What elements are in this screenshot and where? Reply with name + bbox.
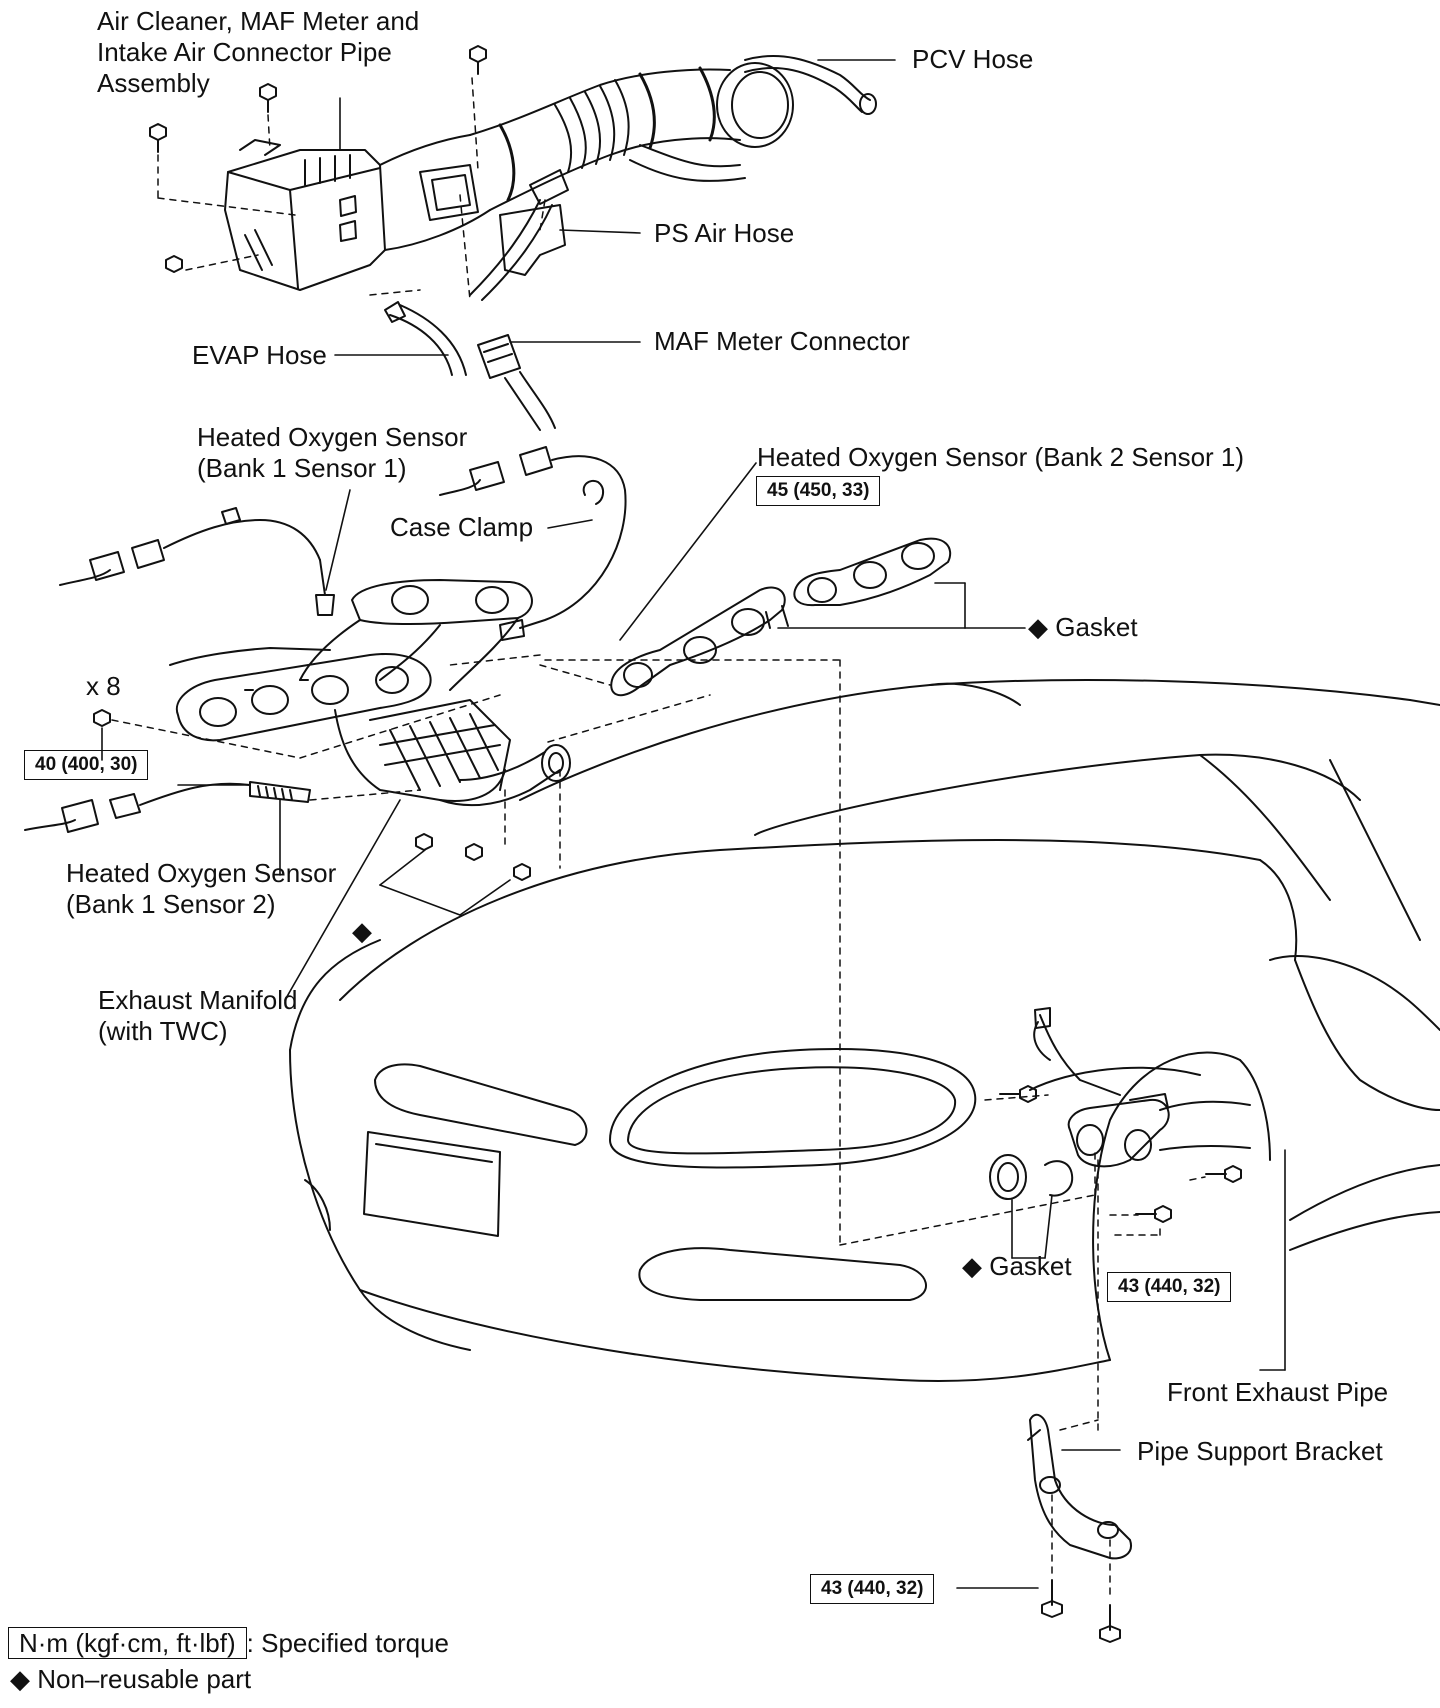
torque-manifold-nuts: 40 (400, 30) xyxy=(24,750,149,780)
label-gasket-upper-text: Gasket xyxy=(1055,612,1138,642)
legend-non-reusable: ◆ Non–reusable part xyxy=(10,1664,251,1695)
label-exhaust-manifold: Exhaust Manifold (with TWC) xyxy=(98,985,297,1047)
label-air-cleaner-line3: Assembly xyxy=(97,68,210,98)
label-air-cleaner: Air Cleaner, MAF Meter and Intake Air Co… xyxy=(97,6,419,99)
label-ho2s-b1s1-line1: Heated Oxygen Sensor xyxy=(197,422,468,452)
torque-b2s1: 45 (450, 33) xyxy=(756,476,881,506)
guide-lines-bracket xyxy=(1051,1494,1111,1601)
exhaust-manifold xyxy=(169,579,571,807)
label-pcv-hose: PCV Hose xyxy=(912,44,1034,74)
bolts-air-cleaner xyxy=(149,45,487,273)
guide-lines-air-cleaner xyxy=(157,77,546,301)
air-cleaner-assembly xyxy=(224,54,877,431)
label-ho2s-b1s2-line1: Heated Oxygen Sensor xyxy=(66,858,337,888)
label-maf-connector: MAF Meter Connector xyxy=(654,326,910,356)
label-air-cleaner-line1: Air Cleaner, MAF Meter and xyxy=(97,6,420,36)
front-exhaust-pipe xyxy=(989,1007,1251,1223)
guide-lines-manifold xyxy=(111,654,1096,1246)
label-evap-hose: EVAP Hose xyxy=(192,340,327,370)
label-nut-count: x 8 xyxy=(86,671,121,701)
label-ho2s-b2s1: Heated Oxygen Sensor (Bank 2 Sensor 1) xyxy=(757,442,1245,472)
label-gasket-lower: ◆ Gasket xyxy=(962,1251,1072,1282)
label-ho2s-b1s2-line2: (Bank 1 Sensor 2) xyxy=(66,889,276,919)
torque-front-pipe: 43 (440, 32) xyxy=(1107,1272,1232,1302)
oxygen-sensors xyxy=(24,446,627,833)
leader-lines xyxy=(101,59,1286,1589)
label-ho2s-b1s2: Heated Oxygen Sensor (Bank 1 Sensor 2) xyxy=(66,858,336,920)
label-exhaust-manifold-line1: Exhaust Manifold xyxy=(98,985,298,1015)
legend-torque-text: : Specified torque xyxy=(246,1628,450,1658)
non-reusable-diamond-icon: ◆ xyxy=(1028,612,1048,642)
label-case-clamp: Case Clamp xyxy=(390,512,534,542)
manifold-gaskets xyxy=(610,537,952,697)
guide-lines-front-pipe xyxy=(984,1094,1206,1431)
label-gasket-lower-text: Gasket xyxy=(989,1251,1072,1281)
label-gasket-upper: ◆ Gasket xyxy=(1028,612,1138,643)
non-reusable-diamond-icon: ◆ xyxy=(352,916,372,946)
legend-torque-unit: N·m (kgf·cm, ft·lbf) xyxy=(8,1627,247,1659)
legend-diamond-icon: ◆ xyxy=(10,1664,30,1694)
label-ho2s-b1s1-line2: (Bank 1 Sensor 1) xyxy=(197,453,407,483)
label-exhaust-manifold-line2: (with TWC) xyxy=(98,1016,228,1046)
pipe-support-bracket xyxy=(1027,1413,1132,1643)
legend-torque: N·m (kgf·cm, ft·lbf): Specified torque xyxy=(8,1627,450,1659)
label-pipe-support-bracket: Pipe Support Bracket xyxy=(1137,1436,1383,1466)
manifold-nuts xyxy=(93,709,531,881)
label-ho2s-b1s1: Heated Oxygen Sensor (Bank 1 Sensor 1) xyxy=(197,422,467,484)
label-front-exhaust-pipe: Front Exhaust Pipe xyxy=(1167,1377,1389,1407)
label-ps-air-hose: PS Air Hose xyxy=(654,218,795,248)
non-reusable-diamond-icon: ◆ xyxy=(962,1251,982,1281)
car-body-outline xyxy=(289,679,1440,1382)
torque-bracket: 43 (440, 32) xyxy=(810,1574,935,1604)
label-air-cleaner-line2: Intake Air Connector Pipe xyxy=(97,37,392,67)
legend-non-reusable-text: Non–reusable part xyxy=(37,1664,252,1694)
